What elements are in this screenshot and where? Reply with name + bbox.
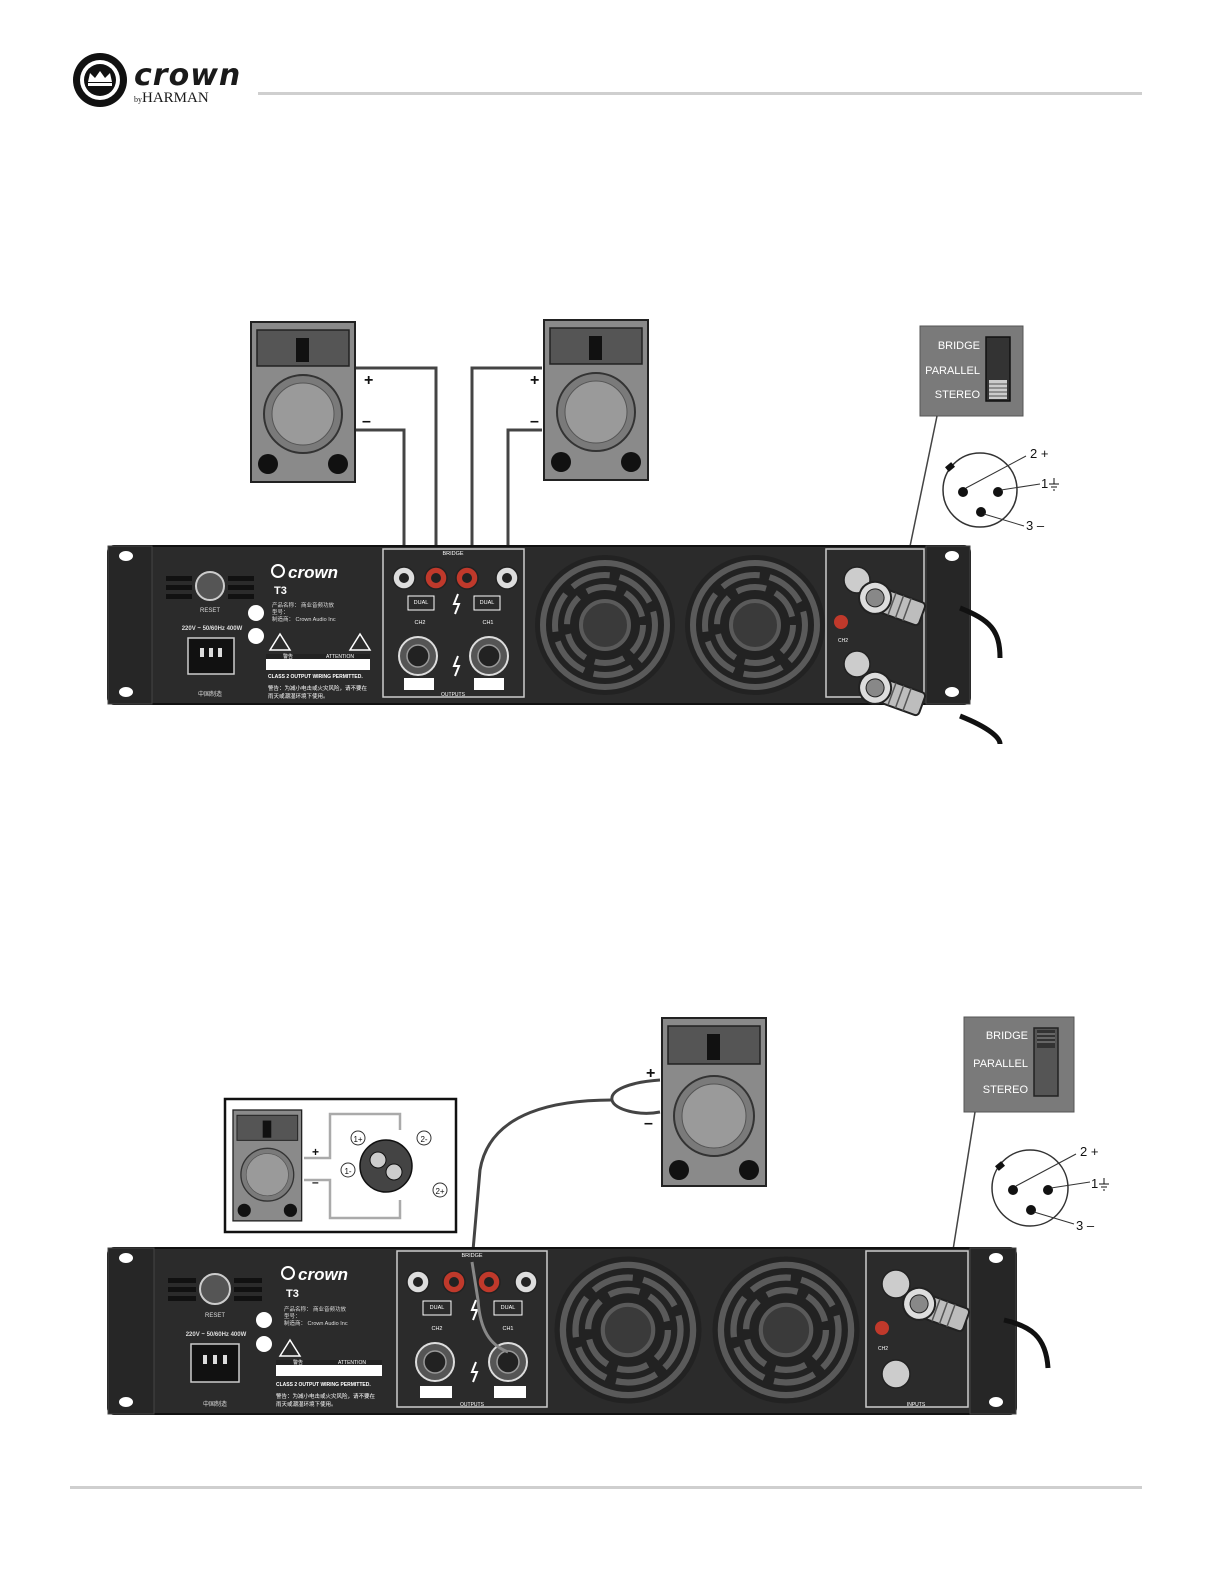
svg-text:中国制造: 中国制造 <box>203 1400 227 1408</box>
speaker-right-plus: + <box>530 372 539 389</box>
svg-text:产品名称： 商业音频功放: 产品名称： 商业音频功放 <box>272 601 335 609</box>
xlr2-pin1-label: 1 <box>1091 1176 1098 1191</box>
svg-text:CH2: CH2 <box>878 1346 888 1352</box>
svg-text:警告: 警告 <box>283 653 293 660</box>
svg-text:CH2: CH2 <box>414 620 425 626</box>
crown-emblem-icon <box>73 53 127 107</box>
svg-text:220V ~ 50/60Hz 400W: 220V ~ 50/60Hz 400W <box>182 626 243 632</box>
svg-text:T3: T3 <box>274 585 287 597</box>
mode-switch-callout: BRIDGE PARALLEL STEREO <box>919 325 1024 417</box>
svg-text:CLASS 2 OUTPUT WIRING PERMITTE: CLASS 2 OUTPUT WIRING PERMITTED. <box>276 1382 371 1388</box>
svg-text:–: – <box>312 1175 319 1189</box>
speaker-left-minus: – <box>362 413 371 430</box>
svg-text:DUAL: DUAL <box>480 600 495 606</box>
svg-text:220V ~ 50/60Hz 400W: 220V ~ 50/60Hz 400W <box>186 1332 247 1338</box>
svg-text:型号：: 型号： <box>272 608 289 616</box>
svg-text:中国制造: 中国制造 <box>198 690 222 698</box>
svg-text:BRIDGE: BRIDGE <box>461 1253 482 1259</box>
xlr2-pin2-label: 2 + <box>1080 1144 1098 1159</box>
svg-text:CH2: CH2 <box>431 1326 442 1332</box>
xlr-pin-diagram: 2 + 1 3 – <box>942 446 1059 533</box>
svg-text:CH1: CH1 <box>482 620 493 626</box>
xlr2-pin3-label: 3 – <box>1076 1218 1095 1233</box>
figure-2-bridge-wiring: + – 1+ 2- 1- 2+ + – BRIDGE PARALLEL STER… <box>107 1016 1109 1415</box>
inset-speakon-wiring: + – 1+ 2- 1- 2+ <box>223 1097 458 1234</box>
svg-text:CH2: CH2 <box>838 638 848 644</box>
switch-label-stereo: STEREO <box>935 389 981 401</box>
svg-text:ATTENTION: ATTENTION <box>338 1360 366 1366</box>
switch-label-parallel: PARALLEL <box>925 365 980 377</box>
switch2-label-bridge: BRIDGE <box>986 1030 1028 1042</box>
xlr-pin-diagram-2: 2 + 1 3 – <box>991 1144 1109 1233</box>
speaker-wires <box>356 366 542 560</box>
svg-text:OUTPUTS: OUTPUTS <box>460 1402 485 1408</box>
svg-text:+: + <box>312 1145 319 1159</box>
amplifier-rear-panel-1: RESET 220V ~ 50/60Hz 400W 中国制造 crown T3 … <box>107 545 971 705</box>
speaker-left-plus: + <box>364 372 373 389</box>
svg-text:1-: 1- <box>344 1167 351 1176</box>
svg-text:制造商： Crown Audio Inc: 制造商： Crown Audio Inc <box>284 1319 348 1327</box>
xlr-pin2-label: 2 + <box>1030 446 1048 461</box>
mode-switch-callout-2: BRIDGE PARALLEL STEREO <box>963 1016 1075 1113</box>
svg-text:RESET: RESET <box>205 1313 225 1319</box>
svg-text:CLASS 2 OUTPUT WIRING PERMITTE: CLASS 2 OUTPUT WIRING PERMITTED. <box>268 674 363 680</box>
footer-rule <box>70 1486 1142 1489</box>
svg-text:1+: 1+ <box>353 1135 362 1144</box>
svg-text:CH1: CH1 <box>502 1326 513 1332</box>
svg-text:警告：为减小电击或火灾风险，请不要在: 警告：为减小电击或火灾风险，请不要在 <box>268 684 368 692</box>
svg-text:DUAL: DUAL <box>414 600 429 606</box>
brand-name: crown <box>134 58 242 93</box>
svg-text:2-: 2- <box>420 1135 427 1144</box>
ground-icon-2 <box>1099 1178 1109 1191</box>
svg-text:ATTENTION: ATTENTION <box>326 654 354 660</box>
svg-text:制造商： Crown Audio Inc: 制造商： Crown Audio Inc <box>272 615 336 623</box>
speaker-bridged-minus: – <box>644 1115 653 1132</box>
svg-text:警告：为减小电击或火灾风险，请不要在: 警告：为减小电击或火灾风险，请不要在 <box>276 1392 376 1400</box>
svg-text:crown: crown <box>298 1265 348 1284</box>
svg-text:产品名称： 商业音频功放: 产品名称： 商业音频功放 <box>284 1305 347 1313</box>
svg-text:RESET: RESET <box>200 608 220 614</box>
xlr-pin1-label: 1 <box>1041 476 1048 491</box>
svg-text:crown: crown <box>288 563 338 582</box>
switch2-label-parallel: PARALLEL <box>973 1058 1028 1070</box>
speaker-bridged-plus: + <box>646 1065 655 1082</box>
switch2-label-stereo: STEREO <box>983 1084 1029 1096</box>
crown-harman-logo: crown byHARMAN <box>70 52 270 112</box>
ground-icon <box>1049 478 1059 491</box>
xlr-pin3-label: 3 – <box>1026 518 1045 533</box>
figure-1-stereo-wiring: + – + – BRIDGE PARALLEL STEREO 2 + 1 3 – <box>107 319 1059 745</box>
svg-text:INPUTS: INPUTS <box>907 1402 926 1408</box>
speaker-right-minus: – <box>530 413 539 430</box>
amplifier-rear-panel-2: RESET 220V ~ 50/60Hz 400W 中国制造 crown T3 … <box>107 1247 1017 1415</box>
svg-text:DUAL: DUAL <box>501 1305 516 1311</box>
svg-text:DUAL: DUAL <box>430 1305 445 1311</box>
switch-label-bridge: BRIDGE <box>938 340 980 352</box>
svg-text:雨天或潮湿环境下使用。: 雨天或潮湿环境下使用。 <box>276 1400 337 1408</box>
svg-text:BRIDGE: BRIDGE <box>442 551 463 557</box>
header-rule <box>258 92 1142 95</box>
svg-text:警告: 警告 <box>293 1359 303 1366</box>
svg-text:T3: T3 <box>286 1288 299 1300</box>
speaker-bridged <box>661 1017 767 1187</box>
svg-text:2+: 2+ <box>435 1187 444 1196</box>
svg-text:型号：: 型号： <box>284 1312 301 1320</box>
svg-text:OUTPUTS: OUTPUTS <box>441 692 466 698</box>
speaker-left <box>250 321 356 483</box>
svg-text:雨天或潮湿环境下使用。: 雨天或潮湿环境下使用。 <box>268 692 329 700</box>
byline: byHARMAN <box>134 90 209 106</box>
speaker-right <box>543 319 649 481</box>
